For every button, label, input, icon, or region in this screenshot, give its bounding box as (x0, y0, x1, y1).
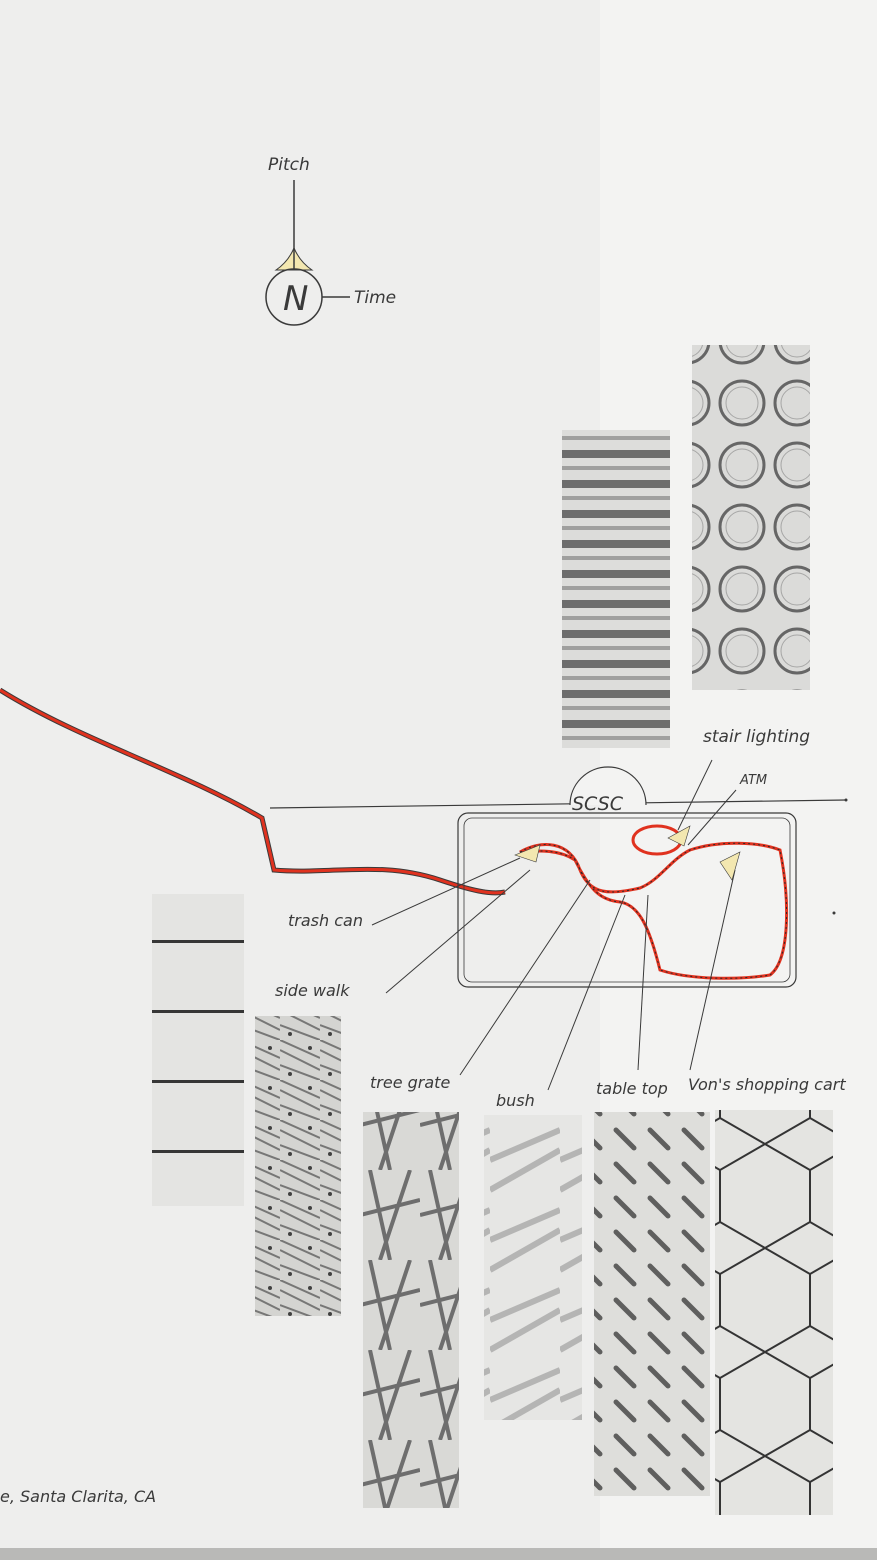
site-label: SCSC (572, 793, 624, 815)
label-vons-cart: Von's shopping cart (688, 1075, 846, 1094)
rubbing-swatch-bush (484, 1115, 582, 1420)
rubbing-swatch-tree-grate (363, 1112, 459, 1508)
label-bush: bush (496, 1091, 535, 1110)
label-stair-lighting: stair lighting (703, 727, 810, 747)
label-sidewalk: side walk (275, 981, 350, 1000)
label-trash-can: trash can (288, 911, 363, 930)
label-table-top: table top (596, 1079, 668, 1098)
north-letter: N (283, 279, 308, 319)
rubbing-swatch-shopping-cart (715, 1110, 833, 1515)
rubbing-swatch-bricks (562, 430, 670, 748)
rubbing-swatch-table-top (594, 1112, 710, 1496)
location-caption: e, Santa Clarita, CA (0, 1487, 156, 1506)
rubbing-swatch-sidewalk (255, 1016, 341, 1316)
rubbing-swatch-trash-can (152, 894, 244, 1206)
pitch-label: Pitch (268, 155, 310, 175)
time-label: Time (354, 288, 396, 308)
label-atm: ATM (739, 773, 767, 788)
rubbing-swatch-rings (692, 345, 810, 690)
label-tree-grate: tree grate (370, 1073, 450, 1092)
